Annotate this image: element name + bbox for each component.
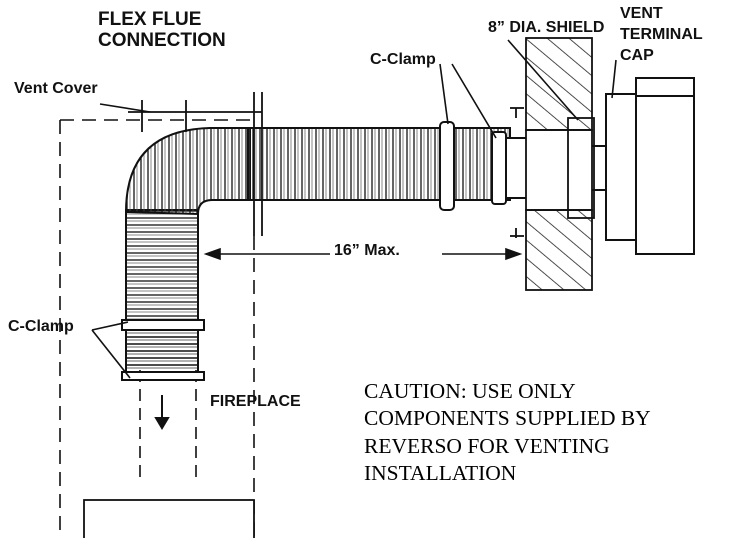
lower-pipe: [139, 370, 197, 480]
upper-clamps: [439, 121, 507, 211]
leader-lines: [91, 39, 617, 379]
flex-flue-connection-label: FLEX FLUE CONNECTION: [98, 9, 226, 52]
dimension-line: [203, 247, 523, 261]
flex-flue-elbow: [124, 127, 251, 216]
cap-line-3: CAP: [620, 46, 654, 64]
fireplace-label: FIREPLACE: [210, 393, 301, 410]
fireplace-outline: [59, 119, 255, 538]
caution-line-2: COMPONENTS SUPPLIED BY: [364, 406, 651, 431]
down-arrow: [154, 395, 170, 430]
exterior-wall: [525, 37, 593, 291]
flex-flue-line-2: CONNECTION: [98, 30, 226, 52]
shield: [510, 107, 595, 238]
vent-cover-label: Vent Cover: [14, 80, 98, 97]
c-clamp-left-label: C-Clamp: [8, 318, 74, 335]
terminal-cap: [605, 77, 695, 255]
caution-line-1: CAUTION: USE ONLY: [364, 379, 576, 403]
cap-line-1: VENT: [620, 5, 663, 22]
cap-line-2: TERMINAL: [620, 25, 703, 43]
appliance-box: [83, 499, 255, 538]
lower-clamps: [121, 319, 205, 381]
vent-terminal-cap-label: VENT TERMINAL CAP: [620, 4, 703, 66]
c-clamp-top-label: C-Clamp: [370, 51, 436, 68]
flex-flue-line-1: FLEX FLUE: [98, 9, 202, 30]
caution-line-4: INSTALLATION: [364, 460, 517, 485]
shield-label: 8” DIA. SHIELD: [488, 19, 605, 36]
max-distance-label: 16” Max.: [334, 242, 400, 259]
flex-flue-horizontal: [247, 127, 511, 201]
caution-note: CAUTION: USE ONLY COMPONENTS SUPPLIED BY…: [364, 378, 724, 487]
caution-line-3: REVERSO FOR VENTING: [364, 433, 610, 458]
